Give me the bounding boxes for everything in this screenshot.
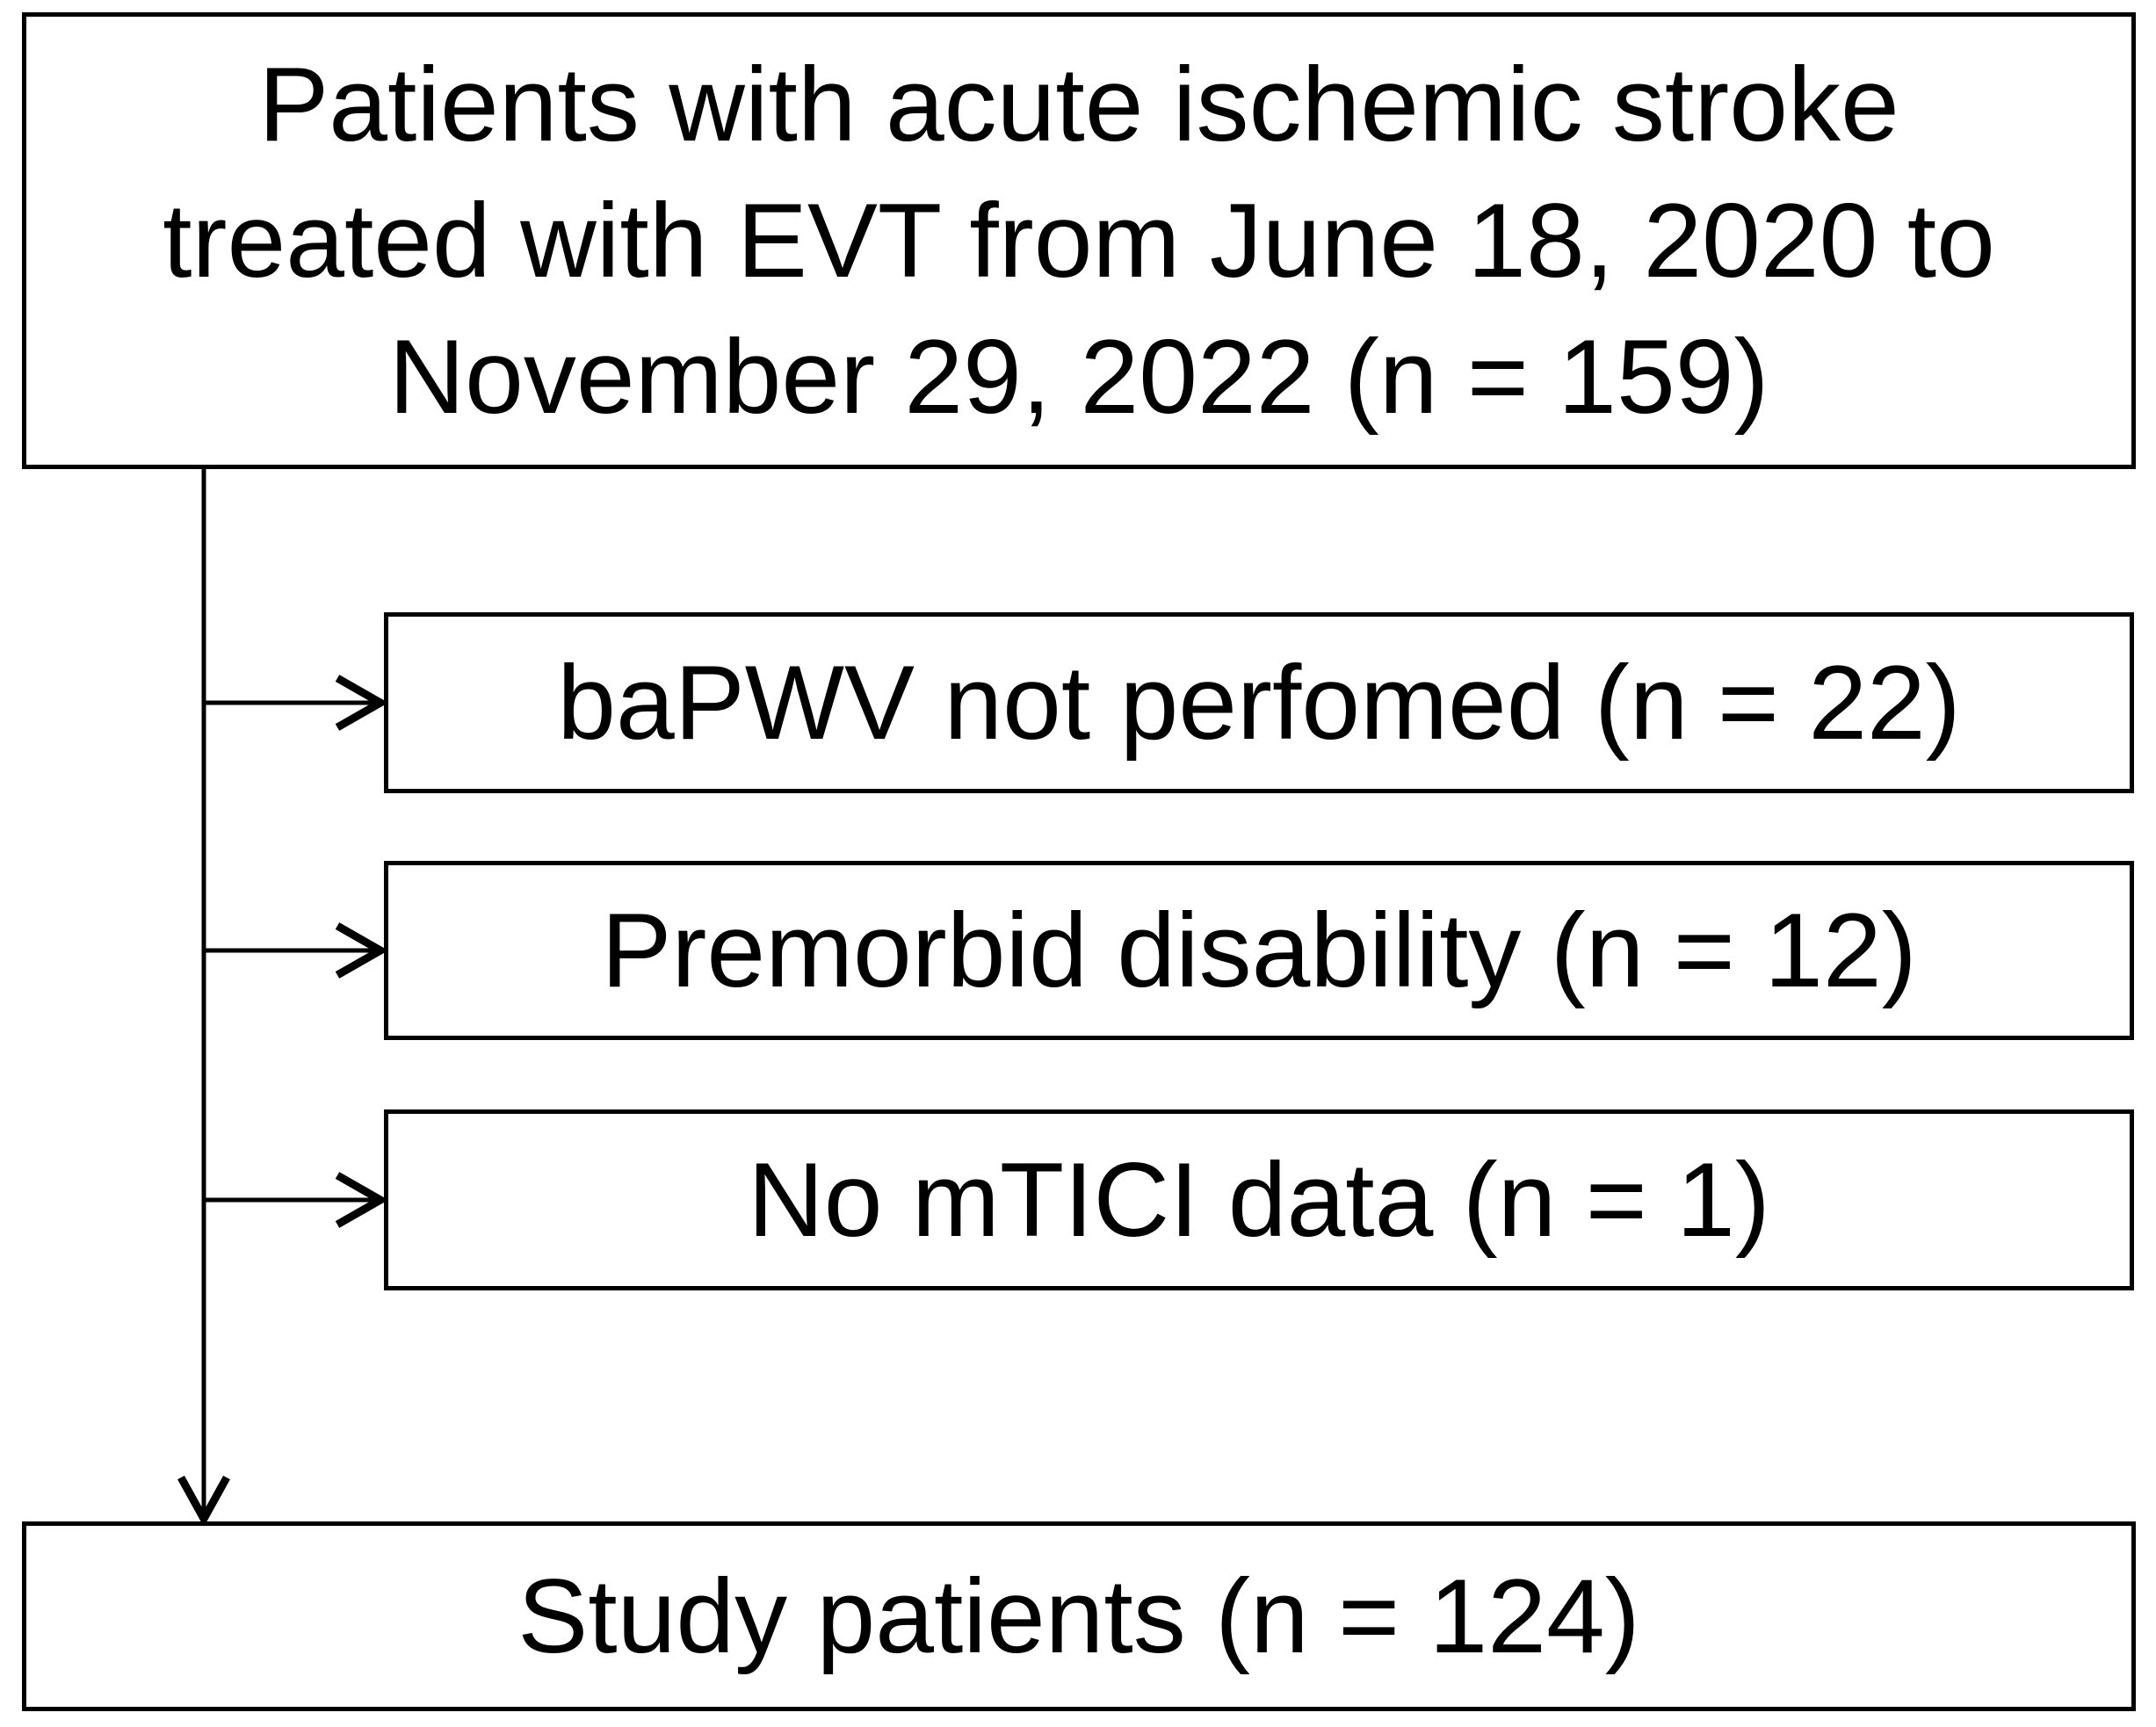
branch-arrowhead-bapwv-icon — [335, 675, 389, 731]
exclusion-box-mtici-label: No mTICI data (n = 1) — [748, 1140, 1770, 1259]
enrollment-box: Patients with acute ischemic stroke trea… — [22, 12, 2136, 469]
exclusion-box-mtici: No mTICI data (n = 1) — [384, 1109, 2134, 1290]
study-patients-box-label: Study patients (n = 124) — [517, 1557, 1640, 1675]
exclusion-box-premorbid: Premorbid disability (n = 12) — [384, 861, 2134, 1040]
study-patients-box: Study patients (n = 124) — [22, 1521, 2136, 1711]
exclusion-box-bapwv-label: baPWV not perfomed (n = 22) — [557, 643, 1961, 762]
exclusion-box-premorbid-label: Premorbid disability (n = 12) — [601, 891, 1917, 1009]
branch-arrowhead-mtici-icon — [335, 1172, 389, 1228]
down-arrowhead-icon — [177, 1475, 230, 1528]
enrollment-box-line-3: November 29, 2022 (n = 159) — [388, 317, 1769, 436]
branch-arrowhead-premorbid-icon — [335, 922, 389, 979]
enrollment-box-line-1: Patients with acute ischemic stroke — [258, 45, 1899, 163]
exclusion-box-bapwv: baPWV not perfomed (n = 22) — [384, 612, 2134, 793]
enrollment-box-line-2: treated with EVT from June 18, 2020 to — [163, 181, 1995, 300]
